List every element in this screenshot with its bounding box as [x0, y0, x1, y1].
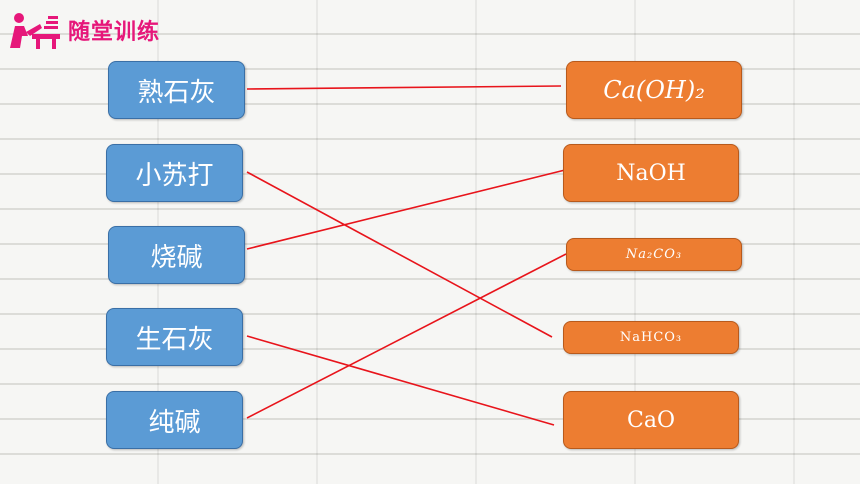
left-item-label: 纯碱: [148, 407, 201, 438]
left-item-xiaosuda[interactable]: 小苏打: [106, 144, 243, 202]
page-title: 随堂训练: [68, 20, 161, 45]
right-item-sodium-hydroxide[interactable]: NaOH: [563, 144, 739, 202]
right-item-calcium-hydroxide[interactable]: Ca(OH)₂: [566, 61, 742, 119]
right-item-sodium-carbonate[interactable]: Na₂CO₃: [566, 238, 742, 271]
left-item-chunjian[interactable]: 纯碱: [106, 391, 243, 449]
match-line-xiaosuda: [246, 171, 553, 338]
right-item-label: NaHCO₃: [619, 330, 683, 345]
right-item-label: NaOH: [616, 160, 686, 186]
left-item-shushihui[interactable]: 熟石灰: [108, 61, 245, 119]
right-item-label: CaO: [627, 407, 675, 433]
left-item-shengshihui[interactable]: 生石灰: [106, 308, 243, 366]
right-item-calcium-oxide[interactable]: CaO: [563, 391, 739, 449]
left-item-label: 烧碱: [150, 242, 203, 273]
teacher-desk-icon: [10, 13, 60, 49]
left-item-label: 熟石灰: [137, 77, 216, 108]
match-line-shengshihui: [246, 335, 555, 426]
match-line-chunjian: [246, 253, 567, 419]
match-line-shushihui: [246, 85, 562, 90]
right-item-label: Na₂CO₃: [625, 247, 683, 262]
right-item-sodium-bicarbonate[interactable]: NaHCO₃: [563, 321, 739, 354]
right-item-label: Ca(OH)₂: [603, 76, 705, 104]
left-item-shaojian[interactable]: 烧碱: [108, 226, 245, 284]
match-line-shaojian: [246, 169, 566, 250]
left-item-label: 生石灰: [135, 324, 214, 355]
slide-header: 随堂训练: [6, 10, 160, 50]
left-item-label: 小苏打: [135, 160, 214, 191]
